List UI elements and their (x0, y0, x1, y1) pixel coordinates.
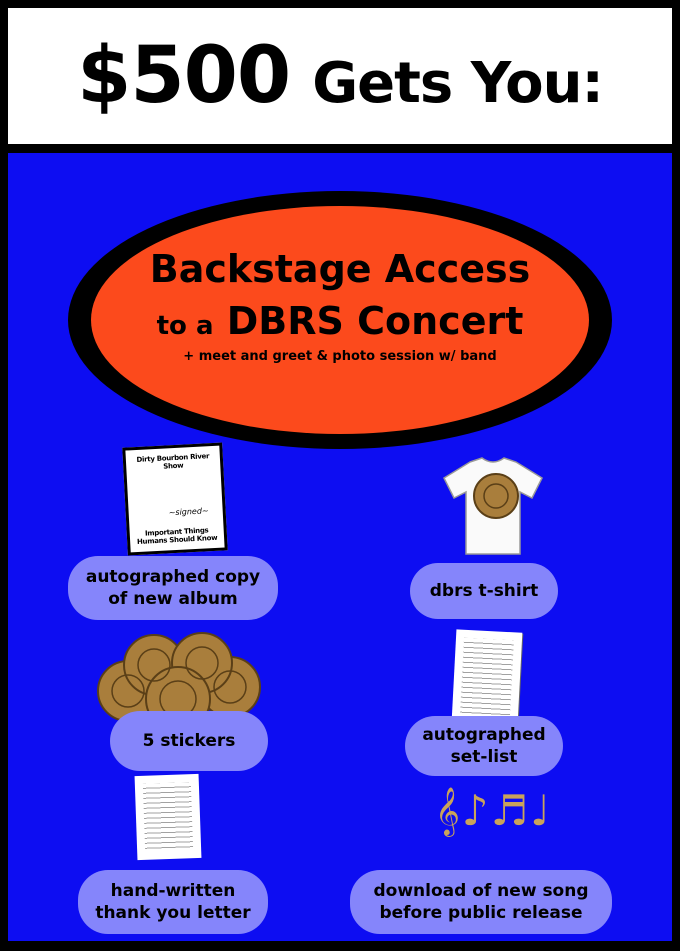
tshirt-pill-line-1: dbrs t-shirt (429, 581, 539, 601)
title-rest: Gets You: (312, 51, 604, 116)
song-pill: download of new song before public relea… (350, 870, 612, 934)
album-band-name: Dirty Bourbon River Show (136, 452, 210, 471)
stickers-icon (97, 632, 261, 732)
letter-pill: hand-written thank you letter (78, 870, 268, 934)
setlist-pill: autographed set-list (405, 716, 563, 776)
letter-pill-line-2: thank you letter (95, 903, 251, 923)
music-notes-icon: 𝄞♪♬♩ (435, 786, 553, 835)
feature-line-2-small: to a (156, 311, 214, 341)
feature-line-3: + meet and greet & photo session w/ band (183, 349, 497, 364)
album-cover-icon: Dirty Bourbon River Show ~signed~ Import… (122, 442, 228, 556)
setlist-icon (451, 629, 523, 725)
album-pill: autographed copy of new album (68, 556, 278, 620)
content-panel: Backstage Access to a DBRS Concert + mee… (8, 153, 672, 941)
stickers-pill-line-1: 5 stickers (142, 731, 236, 751)
tshirt-icon (443, 457, 543, 555)
album-title: Important Things Humans Should Know (136, 526, 218, 547)
album-pill-line-1: autographed copy (85, 567, 261, 587)
setlist-lines (460, 637, 514, 717)
setlist-pill-line-1: autographed (422, 725, 546, 745)
letter-lines (142, 782, 194, 852)
album-signature-icon: ~signed~ (168, 506, 209, 518)
letter-icon (134, 773, 202, 861)
feature-line-2: to a DBRS Concert (91, 299, 589, 343)
title-amount: $500 (77, 31, 291, 121)
stickers-pill: 5 stickers (110, 711, 268, 771)
tshirt-pill: dbrs t-shirt (410, 563, 558, 619)
title-box: $500 Gets You: (8, 8, 672, 144)
song-pill-line-2: before public release (379, 903, 583, 923)
feature-line-1: Backstage Access (149, 247, 531, 291)
feature-line-2-big: DBRS Concert (226, 299, 524, 343)
song-pill-line-1: download of new song (373, 881, 589, 901)
album-pill-line-2: of new album (108, 589, 238, 609)
setlist-pill-line-2: set-list (450, 747, 518, 767)
feature-oval (91, 206, 589, 434)
page-title: $500 Gets You: (77, 31, 604, 121)
letter-pill-line-1: hand-written (110, 881, 236, 901)
